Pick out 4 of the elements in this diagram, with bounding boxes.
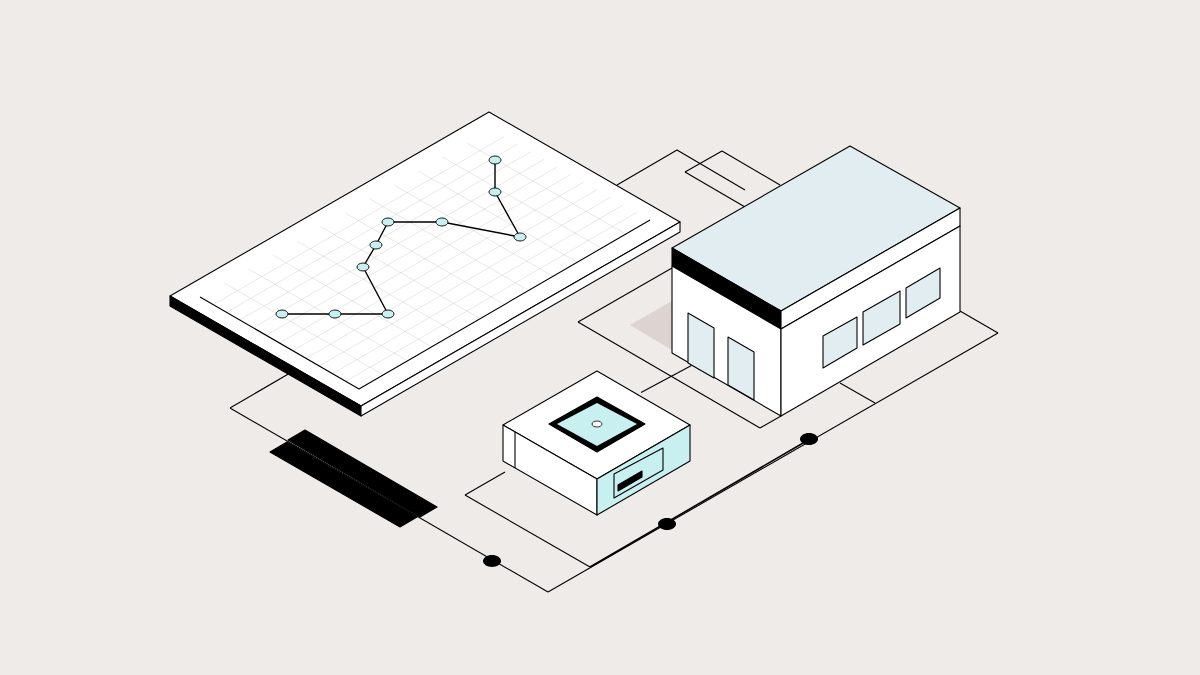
building-drawing — [630, 145, 961, 417]
device-drawing — [502, 370, 691, 516]
connector-line — [640, 365, 692, 393]
map-board-drawing — [169, 111, 681, 417]
